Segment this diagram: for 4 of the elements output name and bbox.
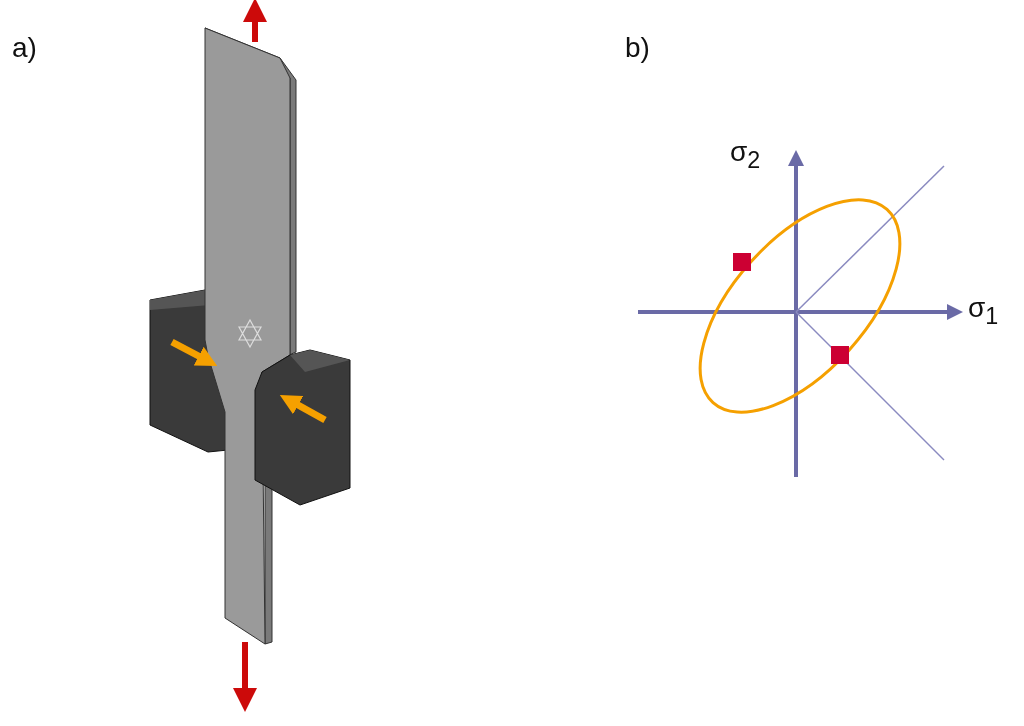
- axis-label: σ$_{1}$: [968, 294, 999, 328]
- axis-label: σ$_{2}$: [730, 138, 761, 172]
- panel-label: a): [12, 34, 37, 62]
- panel-label: b): [625, 34, 650, 62]
